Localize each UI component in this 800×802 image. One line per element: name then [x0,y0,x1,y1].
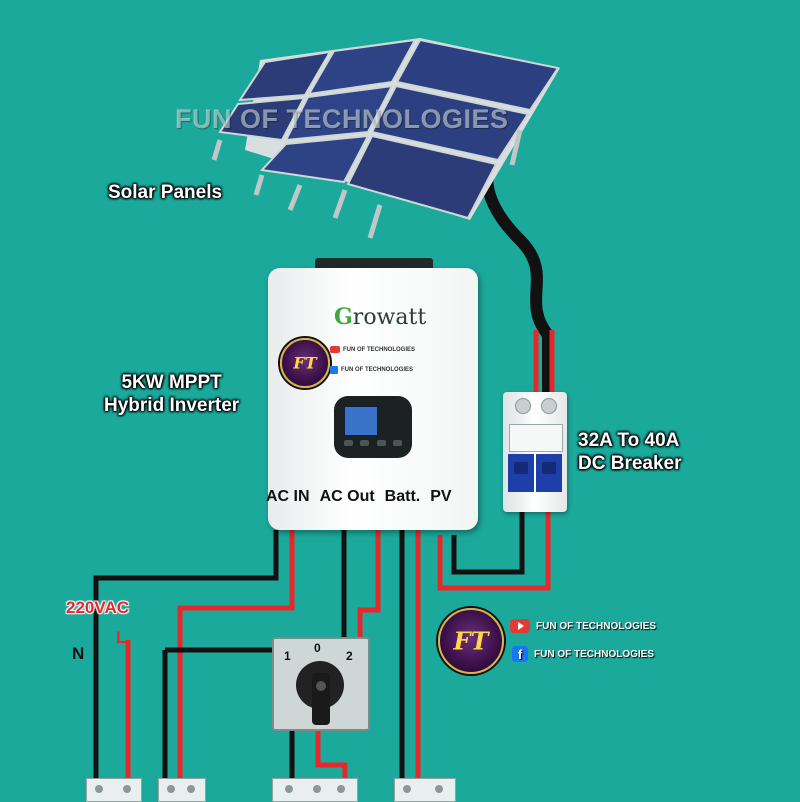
solar-panel-array [211,38,560,239]
changeover-selector-switch: 1 0 2 [272,637,370,731]
solar-panel [259,134,370,184]
inverter-button [376,440,386,446]
solar-panel [395,38,560,112]
breaker-label-line2: DC Breaker [578,452,682,474]
solar-panels-label: Solar Panels [108,182,223,203]
facebook-icon: f [512,646,528,662]
inverter-button [360,440,370,446]
panel-leg [253,174,265,196]
channel-logo-icon: FT [280,338,330,388]
lcd-screen [344,406,378,436]
grid-terminal-block [86,778,142,802]
youtube-social-row: FUN OF TECHNOLOGIES [510,619,656,633]
inverter-youtube-row: FUN OF TECHNOLOGIES [330,346,415,353]
facebook-social-row: f FUN OF TECHNOLOGIES [512,646,654,662]
breaker-toggle [508,454,534,492]
youtube-icon [510,619,530,633]
solar-cable [481,144,554,401]
solar-panel [370,84,530,162]
breaker-label: 32A To 40A DC Breaker [578,430,682,476]
solar-panel [346,134,498,220]
watermark-text: FUN OF TECHNOLOGIES [175,104,509,134]
inverter-youtube-text: FUN OF TECHNOLOGIES [343,346,415,353]
ac-out-live-wire [357,530,381,640]
selector-position-1: 1 [284,649,291,663]
inverter-button [344,440,353,446]
pv-negative-wire [451,512,525,575]
inverter-label: 5KW MPPT Hybrid Inverter [104,372,239,418]
panel-leg [211,139,223,161]
breaker-label-line1: 32A To 40A [578,430,680,451]
inverter-brand: Growatt [334,304,426,330]
output-terminal-block [272,778,358,802]
neutral-label: N [72,644,85,663]
ac-in-neutral-wire [93,530,279,790]
inverter-display-panel [334,396,412,458]
inverter-button [392,440,402,446]
ac-in-live-wire [177,530,295,790]
logo-text-large: FT [453,626,489,656]
logo-text: FT [293,353,317,373]
panel-leg [332,189,348,219]
breaker-toggle [536,454,562,492]
panel-leg [367,204,383,239]
brand-initial: G [334,304,353,330]
inverter-label-line1: 5KW MPPT [121,372,222,393]
youtube-channel-text: FUN OF TECHNOLOGIES [536,620,656,632]
breaker-screw [541,398,557,414]
inverter-facebook-text: FUN OF TECHNOLOGIES [341,367,413,373]
port-ac-out-label: AC Out [319,488,375,505]
breaker-screw [515,398,531,414]
panel-leg [287,184,303,211]
port-ac-in-label: AC IN [266,488,310,505]
selector-knob-center [316,681,326,691]
solar-panel [307,38,417,96]
port-battery-label: Batt. [384,488,421,505]
selector-out-live [315,725,348,790]
pv-positive-wire [437,512,551,591]
selector-position-0: 0 [314,641,321,655]
live-label: L [116,628,127,647]
dc-breaker [503,392,567,512]
inverter-label-line2: Hybrid Inverter [104,394,240,416]
hybrid-inverter: Growatt FT FUN OF TECHNOLOGIES FUN OF TE… [268,268,478,530]
inverter-facebook-row: FUN OF TECHNOLOGIES [330,366,413,374]
battery-terminal-block [394,778,456,802]
facebook-page-text: FUN OF TECHNOLOGIES [534,648,654,660]
solar-panel [238,50,332,102]
load-terminal-block [158,778,206,802]
brand-rest: rowatt [352,305,427,330]
selector-position-2: 2 [346,649,353,663]
inverter-port-labels: AC IN AC Out Batt. PV [266,488,452,506]
facebook-icon [330,366,338,374]
youtube-icon [330,346,340,353]
solar-panel [284,84,394,142]
inverter-buttons [344,440,402,448]
solar-panel [218,96,306,142]
breaker-rating-plate [509,424,563,452]
voltage-label: 220VAC [66,598,129,617]
channel-logo-icon-large: FT [438,608,504,674]
port-pv-label: PV [430,488,452,505]
panel-leg [509,129,523,166]
